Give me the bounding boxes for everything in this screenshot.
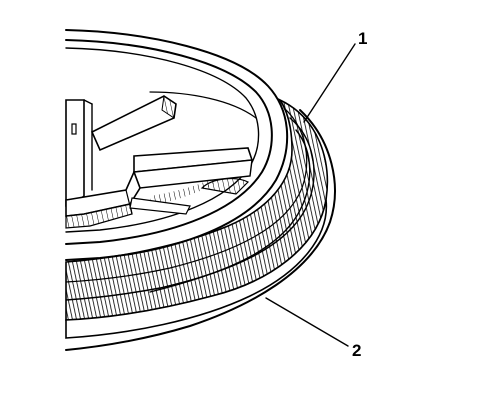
spoke-arm-upper-face [161,95,177,119]
tread-groove-2 [149,129,311,293]
callout-1-leader [303,43,356,123]
rim-interior-shade [150,156,246,206]
tire-outer-edge [65,109,336,351]
wheel-bracket-vertical [65,99,85,207]
rim-inner-flange [65,39,273,245]
spoke-arm-lower [129,197,191,215]
tread-groove-3 [65,107,308,283]
tire-sidewall-lower [65,199,328,339]
bracket-edge [83,99,93,105]
callout-2-leader [265,297,349,347]
spoke-cutout [200,178,250,195]
rim-outer-flange [65,29,289,261]
tread-groove-1 [65,117,315,301]
hub-edge [125,189,133,215]
callout-2-label: 2 [352,341,361,360]
rim-lip-detail [65,47,260,233]
bracket-slot [71,123,77,135]
callout-1-label: 1 [358,29,367,48]
rim-bead-seat [149,91,257,119]
